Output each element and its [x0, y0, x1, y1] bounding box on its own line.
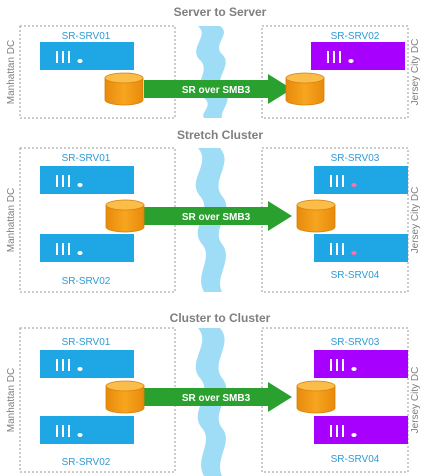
replication-arrow — [144, 74, 292, 104]
server-icon — [40, 416, 134, 444]
right-dc-label: Jersey City DC — [410, 187, 421, 254]
section-title: Server to Server — [174, 5, 267, 19]
left-dc-label: Manhattan DC — [6, 188, 17, 252]
arrow-label: SR over SMB3 — [182, 393, 251, 404]
replication-arrow — [144, 201, 292, 231]
arrow-label: SR over SMB3 — [182, 85, 251, 96]
jersey-dc-frame-1 — [261, 25, 409, 119]
server-label: SR-SRV01 — [62, 153, 111, 164]
replication-arrow — [144, 382, 292, 412]
section-title: Stretch Cluster — [177, 128, 263, 142]
server-label: SR-SRV02 — [62, 276, 111, 287]
server-label: SR-SRV01 — [62, 337, 111, 348]
server-icon — [314, 350, 408, 378]
server-label: SR-SRV03 — [331, 337, 380, 348]
manhattan-dc-frame-2 — [19, 147, 176, 293]
storage-disk-icon — [296, 380, 336, 414]
server-icon — [40, 234, 134, 262]
server-icon — [40, 166, 134, 194]
section-title: Cluster to Cluster — [170, 311, 271, 325]
right-dc-label: Jersey City DC — [410, 367, 421, 434]
storage-disk-icon — [285, 72, 325, 106]
server-label: SR-SRV04 — [331, 454, 380, 465]
server-label: SR-SRV02 — [62, 457, 111, 468]
storage-disk-icon — [296, 199, 336, 233]
server-icon — [40, 42, 134, 70]
storage-disk-icon — [104, 72, 144, 106]
server-label: SR-SRV01 — [62, 31, 111, 42]
server-label: SR-SRV03 — [331, 153, 380, 164]
server-icon — [311, 42, 405, 70]
right-dc-label: Jersey City DC — [410, 39, 421, 106]
arrow-label: SR over SMB3 — [182, 212, 251, 223]
left-dc-label: Manhattan DC — [6, 40, 17, 104]
server-icon — [314, 416, 408, 444]
river-1 — [196, 26, 228, 118]
storage-disk-icon — [105, 199, 145, 233]
storage-disk-icon — [105, 380, 145, 414]
left-dc-label: Manhattan DC — [6, 368, 17, 432]
manhattan-dc-frame-3 — [19, 327, 176, 473]
server-label: SR-SRV04 — [331, 270, 380, 281]
server-icon — [314, 234, 408, 262]
server-label: SR-SRV02 — [331, 31, 380, 42]
manhattan-dc-frame-1 — [19, 25, 176, 119]
server-icon — [40, 350, 134, 378]
server-icon — [314, 166, 408, 194]
